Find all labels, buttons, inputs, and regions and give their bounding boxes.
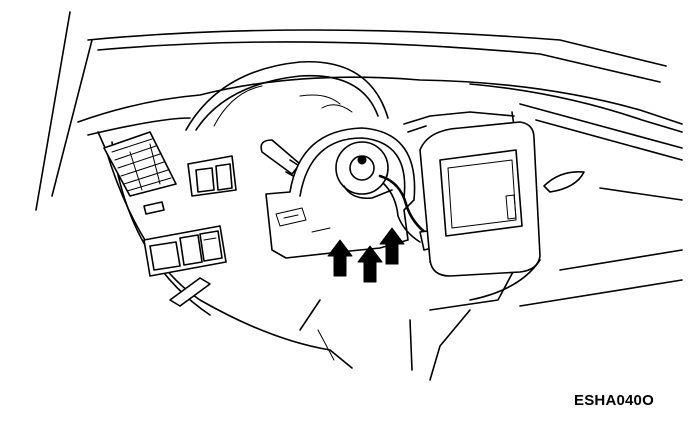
arrow-up-icon bbox=[327, 239, 353, 277]
windshield-lines bbox=[35, 11, 667, 211]
left-air-vent bbox=[103, 131, 177, 215]
center-display-unit bbox=[403, 111, 541, 277]
right-air-vent bbox=[543, 170, 585, 193]
arrow-up-icon bbox=[379, 227, 405, 265]
arrow-group bbox=[327, 227, 405, 283]
instrument-cluster-hood bbox=[185, 60, 389, 131]
switch-panel bbox=[187, 155, 237, 197]
column-shroud bbox=[265, 127, 416, 259]
arrow-up-icon bbox=[357, 245, 383, 283]
figure-code: ESHA040O bbox=[574, 392, 654, 409]
lower-switch-cluster bbox=[143, 225, 227, 277]
left-pocket bbox=[169, 277, 211, 307]
